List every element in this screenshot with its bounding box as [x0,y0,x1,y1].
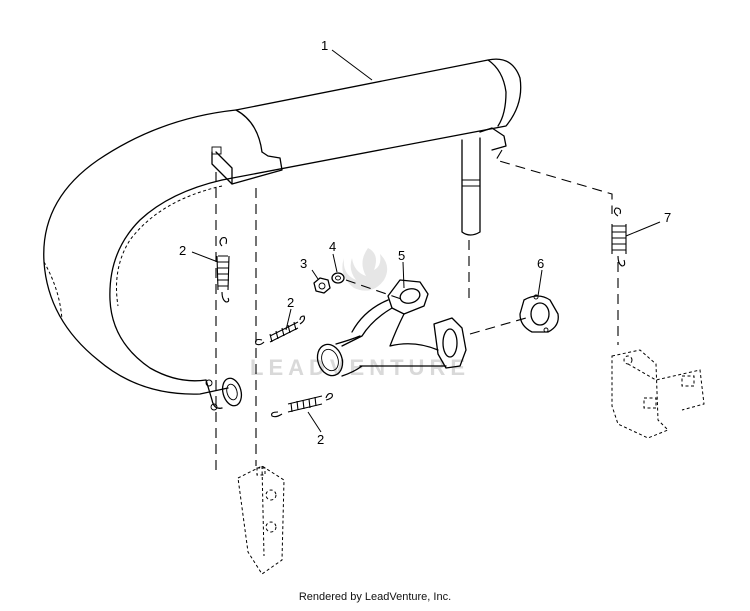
exhaust-y-pipe [316,279,467,377]
spring-upper-left [216,237,230,303]
spring-middle [255,315,306,346]
callout-3: 3 [300,256,307,271]
nut [313,277,331,294]
callout-labels: 1 2 2 3 4 5 6 2 7 [179,38,671,447]
callout-2-lower: 2 [317,432,324,447]
frame-bracket-right [611,349,705,439]
callout-5: 5 [398,248,405,263]
spring-right [611,207,627,267]
watermark: LEADVENTURE [250,248,470,380]
washer [331,272,345,284]
alignment-lines [215,149,619,470]
callout-6: 6 [537,256,544,271]
muffler-assembly [43,58,522,411]
frame-bracket-left [237,465,285,575]
gasket [519,294,559,333]
callout-1: 1 [321,38,328,53]
spring-lower [271,392,333,418]
callout-2-upper: 2 [179,243,186,258]
footer-credit: Rendered by LeadVenture, Inc. [298,591,452,603]
callout-7: 7 [664,210,671,225]
callout-4: 4 [329,239,336,254]
callout-2-middle: 2 [287,295,294,310]
watermark-text: LEADVENTURE [250,355,470,380]
leader-lines [191,49,661,433]
